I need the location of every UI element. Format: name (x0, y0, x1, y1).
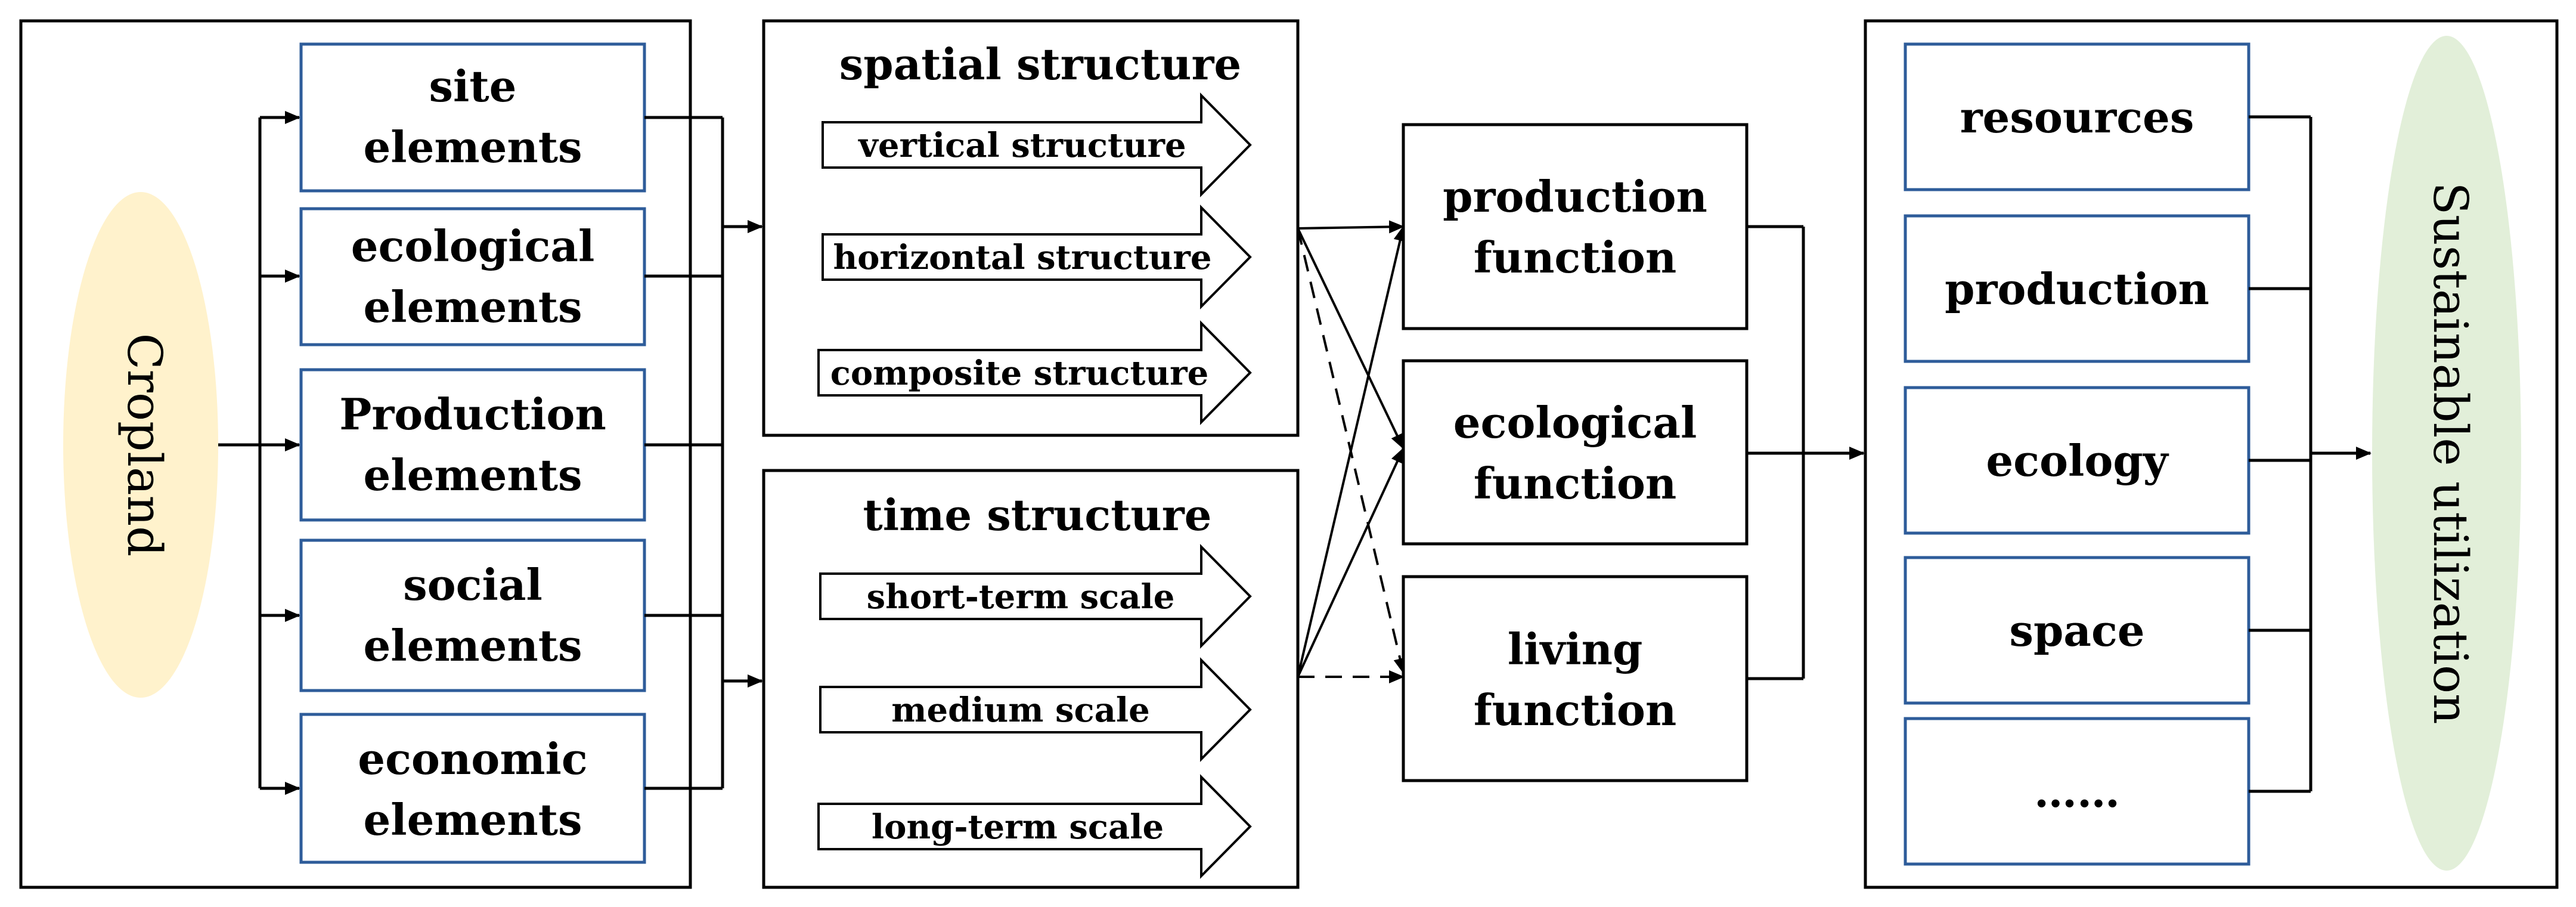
long-term-scale-label: long-term scale (872, 807, 1164, 847)
sustainable-utilization-ellipse (2372, 36, 2521, 871)
element-ecological-line1: ecological (351, 221, 595, 271)
element-box-ecological (299, 207, 646, 346)
short-term-scale-label: short-term scale (867, 577, 1175, 617)
horizontal-structure-label: horizontal structure (833, 238, 1211, 277)
spatial-arrows (817, 92, 1252, 425)
vertical-structure-arrow (822, 92, 1252, 197)
ecological-function-line1: ecological (1453, 397, 1697, 448)
cropland-ellipse (63, 192, 218, 698)
element-box-site (299, 42, 646, 193)
spatial-structure-title: spatial structure (839, 39, 1241, 89)
element-economic-line2: elements (363, 794, 582, 845)
outcome-resources-label: resources (1960, 92, 2194, 143)
medium-scale-arrow (819, 657, 1252, 762)
function-boxes: production function ecological function … (1402, 123, 1749, 782)
elements-to-structures-lines (644, 116, 763, 790)
element-site-line2: elements (363, 122, 582, 172)
living-function-line1: living (1508, 624, 1643, 674)
outcome-box-production (1904, 214, 2250, 363)
living-function-line2: function (1474, 685, 1677, 735)
composite-structure-label: composite structure (830, 354, 1208, 393)
element-ecological-line2: elements (363, 281, 582, 332)
time-structure-box (762, 469, 1300, 889)
outcome-ecology-label: ecology (1986, 435, 2169, 486)
outcome-production-label: production (1945, 264, 2209, 314)
ecological-function-box (1402, 359, 1749, 546)
outcome-box-space (1904, 556, 2250, 705)
element-production-line1: Production (339, 389, 606, 439)
medium-scale-label: medium scale (891, 691, 1150, 730)
element-box-production (299, 368, 646, 522)
production-function-line1: production (1443, 171, 1707, 222)
functions-to-outcomes-lines (1747, 225, 1865, 680)
outcome-ellipsis-label: …… (2034, 766, 2120, 817)
living-function-box (1402, 575, 1749, 782)
time-arrows (817, 544, 1252, 879)
long-term-scale-arrow (817, 774, 1252, 879)
cropland-branch-lines (218, 111, 300, 795)
element-production-line2: elements (363, 450, 582, 500)
outcome-box-ellipsis (1904, 717, 2250, 866)
outcomes-to-target-lines (2249, 115, 2372, 793)
cropland-label: Cropland (117, 333, 172, 557)
horizontal-structure-arrow (822, 205, 1252, 309)
element-economic-line1: economic (358, 733, 587, 784)
element-social-line1: social (403, 559, 543, 610)
composite-structure-arrow (817, 320, 1252, 425)
time-structure-title: time structure (863, 490, 1212, 540)
outcome-boxes: resources production ecology space …… (1904, 42, 2250, 866)
element-site-line1: site (429, 61, 517, 112)
left-panel-frame (19, 19, 692, 889)
short-term-scale-arrow (819, 544, 1252, 649)
ecological-function-line2: function (1474, 458, 1677, 509)
structures-to-functions-arrows (1297, 220, 1407, 683)
element-box-social (299, 538, 646, 692)
outcome-box-resources (1904, 42, 2250, 191)
outcome-box-ecology (1904, 386, 2250, 535)
element-social-line2: elements (363, 620, 582, 671)
right-panel-frame (1864, 19, 2559, 889)
sustainable-utilization-label: Sustainable utilization (2423, 182, 2478, 724)
production-function-box (1402, 123, 1749, 330)
production-function-line2: function (1474, 232, 1677, 283)
vertical-structure-label: vertical structure (857, 126, 1186, 165)
element-boxes: site elements ecological elements Produc… (299, 42, 646, 864)
outcome-space-label: space (2009, 605, 2144, 656)
